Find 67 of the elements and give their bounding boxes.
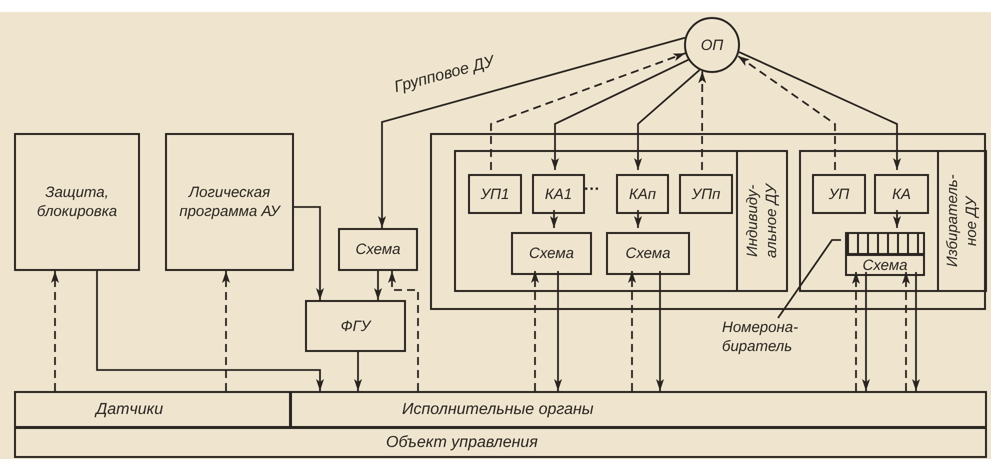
node-label: ОП bbox=[700, 36, 724, 54]
arrow bbox=[862, 272, 870, 391]
arrow bbox=[388, 271, 419, 391]
node-label: Защита, блокировка bbox=[36, 183, 118, 221]
arrow bbox=[490, 52, 686, 170]
process-box bbox=[679, 174, 733, 214]
band-box bbox=[290, 391, 987, 428]
node-label: УП bbox=[828, 184, 850, 204]
process-box bbox=[468, 174, 522, 214]
group-box bbox=[430, 133, 986, 310]
arrow bbox=[354, 352, 362, 391]
arrow bbox=[738, 51, 901, 170]
group-box bbox=[799, 150, 987, 292]
band-box bbox=[14, 391, 291, 428]
arrow bbox=[737, 55, 836, 170]
arrow bbox=[634, 69, 700, 170]
process-box bbox=[165, 133, 294, 271]
arrow bbox=[294, 206, 324, 300]
dial-strip bbox=[845, 232, 925, 255]
arrow bbox=[634, 210, 642, 228]
leader-line bbox=[777, 239, 841, 319]
node-label: КА1 bbox=[544, 184, 572, 204]
process-box bbox=[14, 133, 140, 271]
arrow bbox=[852, 272, 860, 391]
node-label: Номерона- биратель bbox=[722, 318, 800, 356]
arrow bbox=[698, 71, 706, 170]
arrow bbox=[912, 272, 920, 391]
process-box bbox=[845, 254, 925, 276]
node-label: Схема bbox=[529, 244, 574, 263]
node-label: Исполнительные органы bbox=[402, 400, 594, 419]
process-box bbox=[606, 232, 690, 275]
node-label: Схема bbox=[862, 256, 908, 274]
node-label: Датчики bbox=[96, 400, 164, 419]
arrow bbox=[656, 271, 664, 391]
node-label: Схема bbox=[626, 244, 670, 263]
process-box bbox=[616, 174, 669, 214]
vertical-label: Избиратель- ное ДУ bbox=[943, 174, 981, 270]
process-box bbox=[305, 300, 406, 352]
process-box bbox=[338, 228, 418, 271]
band-box bbox=[14, 427, 987, 458]
node-label: Объект управления bbox=[386, 433, 538, 452]
node-label: КАп bbox=[628, 184, 656, 204]
node-label: Схема bbox=[356, 240, 400, 259]
process-box bbox=[511, 232, 592, 275]
arrow bbox=[378, 36, 686, 228]
node-label: УП1 bbox=[480, 184, 510, 204]
arrow bbox=[551, 59, 689, 170]
arrow bbox=[51, 271, 59, 391]
ellipsis-label: ··· bbox=[584, 180, 600, 200]
group-box bbox=[454, 150, 788, 292]
process-box bbox=[812, 174, 866, 214]
process-box bbox=[874, 174, 929, 214]
node-label: УПп bbox=[692, 184, 720, 204]
arrow bbox=[222, 271, 230, 391]
arrow bbox=[96, 271, 324, 391]
arrow bbox=[531, 271, 539, 391]
arrow bbox=[374, 271, 382, 300]
process-box bbox=[532, 174, 585, 214]
node-label: Логическая программа АУ bbox=[178, 183, 282, 221]
arrow bbox=[902, 272, 910, 391]
arrow bbox=[628, 271, 636, 391]
node-label: ФГУ bbox=[340, 316, 370, 336]
node-label: КА bbox=[892, 184, 911, 204]
arrow bbox=[893, 210, 901, 228]
vertical-label: Индивиду- альное ДУ bbox=[743, 182, 781, 260]
arrow bbox=[550, 210, 558, 228]
arrow bbox=[554, 271, 562, 391]
